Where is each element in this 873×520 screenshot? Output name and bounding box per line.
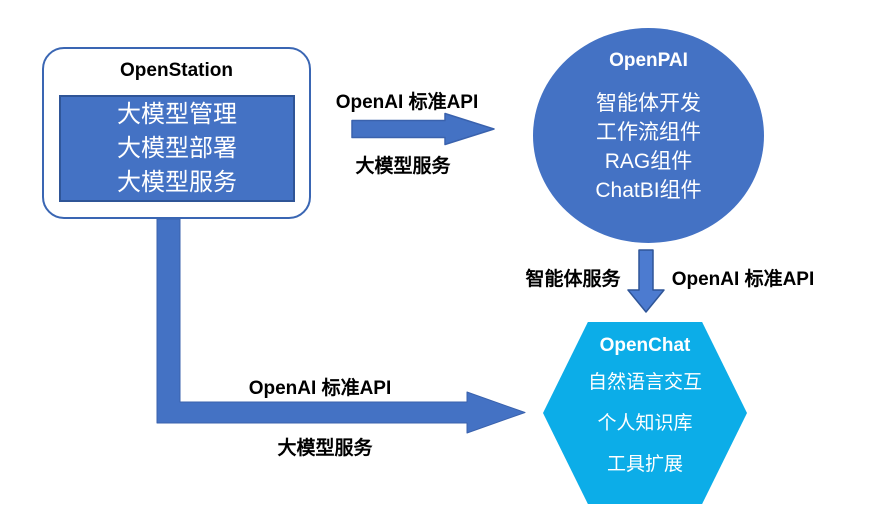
openchat-feature: 自然语言交互 — [587, 372, 702, 393]
openchat-feature: 个人知识库 — [597, 413, 693, 434]
openpai-node: OpenPAI 智能体开发 工作流组件 RAG组件 ChatBI组件 — [533, 28, 764, 243]
openstation-node: OpenStation 大模型管理 大模型部署 大模型服务 — [42, 47, 311, 219]
arrow-pai-to-chat — [627, 249, 665, 313]
openstation-feature: 大模型部署 — [117, 134, 237, 162]
openpai-feature: ChatBI组件 — [595, 179, 702, 202]
openstation-feature: 大模型服务 — [117, 168, 237, 196]
openpai-features: 智能体开发 工作流组件 RAG组件 ChatBI组件 — [533, 89, 764, 205]
arrow-station-to-pai — [351, 112, 495, 146]
arrow-station-to-chat — [156, 218, 526, 434]
openstation-feature: 大模型管理 — [117, 100, 237, 128]
openchat-node: OpenChat 自然语言交互 个人知识库 工具扩展 — [543, 322, 747, 504]
openpai-title: OpenPAI — [609, 50, 688, 71]
openchat-title: OpenChat — [599, 335, 691, 356]
label-pai-to-chat-service: 智能体服务 — [525, 269, 621, 290]
openpai-feature: 工作流组件 — [596, 121, 701, 144]
openstation-title: OpenStation — [120, 60, 233, 81]
label-station-to-pai-service: 大模型服务 — [355, 156, 451, 177]
openchat-feature: 工具扩展 — [606, 454, 683, 475]
openpai-feature: 智能体开发 — [596, 92, 701, 115]
label-station-to-chat-api: OpenAI 标准API — [248, 378, 392, 399]
label-station-to-pai-api: OpenAI 标准API — [335, 92, 479, 113]
label-pai-to-chat-api: OpenAI 标准API — [671, 269, 815, 290]
openchat-features: 自然语言交互 个人知识库 工具扩展 — [543, 362, 747, 485]
label-station-to-chat-service: 大模型服务 — [277, 438, 373, 459]
openstation-features-box: 大模型管理 大模型部署 大模型服务 — [59, 95, 295, 202]
openpai-feature: RAG组件 — [604, 150, 693, 173]
